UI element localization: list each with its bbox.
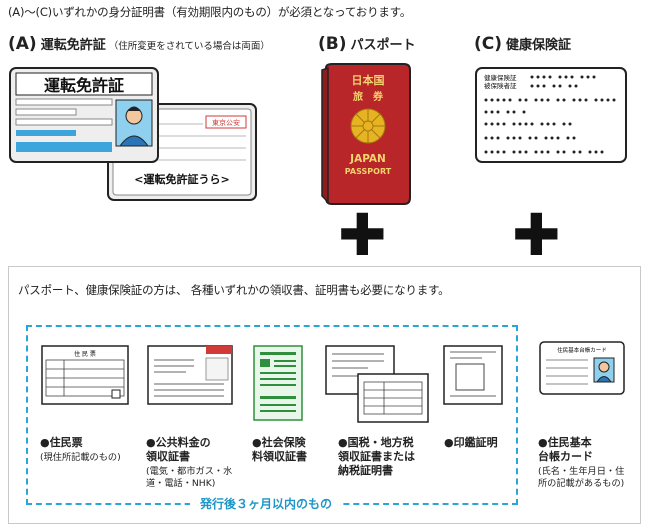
document-title: ●住民基本 台帳カード (538, 436, 593, 463)
license-back-title: <運転免許証うら> (134, 172, 229, 186)
three-month-caption: 発行後３ヶ月以内のもの (190, 495, 343, 512)
license-back-card: 東京公安 <運転免許証うら> (107, 103, 257, 201)
health-card-line2: 被保険者証 (484, 81, 517, 90)
utility-receipt-thumbnail (147, 345, 233, 405)
resident-card-thumb-title: 住民基本台帳カード (557, 346, 607, 354)
passport-country: 日本国 (352, 73, 385, 87)
document-item-resident-card: ●住民基本 台帳カード (氏名・生年月日・住 所の記載があるもの) (538, 436, 638, 490)
license-stamp-text: 東京公安 (212, 118, 240, 127)
health-card-dots (484, 75, 616, 154)
category-b-label: (B) パスポート (318, 34, 416, 54)
document-subtitle: (電気・都市ガス・水 道・電話・NHK) (146, 466, 233, 489)
resident-card-thumbnail: 住民基本台帳カード (539, 341, 625, 395)
license-front-card: 運転免許証 (9, 67, 159, 163)
resident-thumb-title: 住 民 票 (74, 350, 96, 358)
additional-documents-note: パスポート、健康保険証の方は、 各種いずれかの領収書、証明書も必要になります。 (18, 283, 450, 297)
document-title: ●国税・地方税 領収証書または 納税証明書 (338, 436, 415, 477)
document-item-social-insurance: ●社会保険 料領収証書 (252, 436, 332, 464)
additional-documents-box (8, 266, 641, 524)
social-insurance-receipt-thumbnail (253, 345, 303, 421)
chrysanthemum-emblem-icon (350, 108, 386, 144)
plus-icon: ✚ (338, 201, 387, 269)
passport-en-japan: JAPAN (349, 153, 386, 165)
category-a-label: (A) 運転免許証 （住所変更をされている場合は両面） (8, 34, 270, 54)
document-item-utility-receipt: ●公共料金の 領収証書 (電気・都市ガス・水 道・電話・NHK) (146, 436, 246, 490)
plus-icon: ✚ (512, 201, 561, 269)
document-title: ●公共料金の 領収証書 (146, 436, 211, 463)
document-subtitle: (氏名・生年月日・住 所の記載があるもの) (538, 466, 625, 489)
drivers-license-illustration: 東京公安 <運転免許証うら> 運転免許証 (9, 67, 257, 201)
category-c-label: (C) 健康保険証 (474, 34, 572, 54)
document-item-tax-receipt: ●国税・地方税 領収証書または 納税証明書 (338, 436, 438, 478)
requirement-notice: (A)～(C)いずれかの身分証明書（有効期限内のもの）が必須となっております。 (8, 5, 412, 19)
health-card-line1: 健康保険証 (484, 73, 517, 82)
resident-certificate-thumbnail: 住 民 票 (41, 345, 129, 405)
passport-en-passport: PASSPORT (345, 167, 392, 176)
document-item-resident-certificate: ●住民票 (現住所記載のもの) (40, 436, 140, 464)
tax-receipt-thumbnail (325, 345, 429, 423)
document-title: ●住民票 (40, 436, 83, 449)
license-front-title: 運転免許証 (44, 76, 124, 95)
seal-certificate-thumbnail (443, 345, 503, 405)
document-subtitle: (現住所記載のもの) (40, 452, 121, 463)
passport-illustration: 日本国 旅 券 JAPAN PASSPORT (321, 63, 411, 205)
document-item-seal-certificate: ●印鑑証明 (444, 436, 524, 450)
document-title: ●社会保険 料領収証書 (252, 436, 307, 463)
passport-type: 旅 券 (353, 90, 384, 103)
health-insurance-card-illustration: 健康保険証 被保険者証 (475, 67, 627, 163)
document-title: ●印鑑証明 (444, 436, 498, 449)
